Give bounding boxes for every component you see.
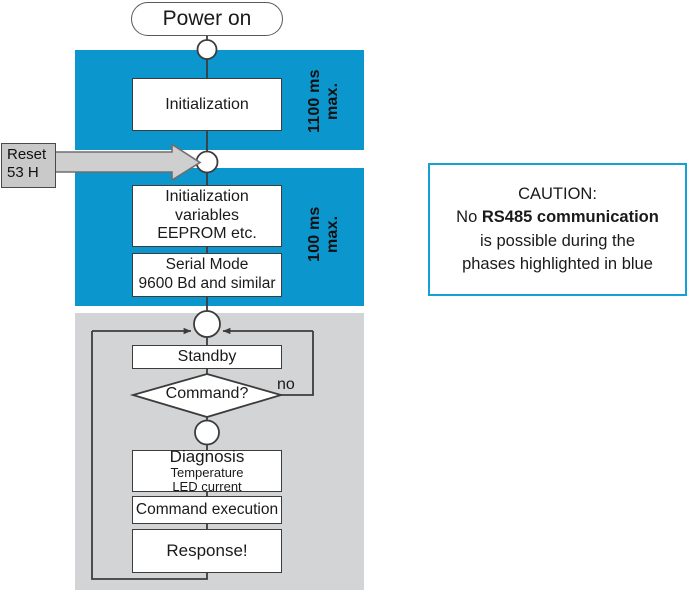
node-standby-label: Standby	[177, 348, 237, 365]
node-serial-mode-line1: Serial Mode	[165, 256, 249, 274]
node-diagnosis-line2: Temperature	[170, 464, 244, 480]
caution-line2-bold: RS485 communication	[481, 208, 659, 227]
node-init-variables-line3: EEPROM etc.	[157, 225, 257, 243]
node-response-label: Response!	[166, 541, 248, 560]
junction-circle-yes	[194, 419, 220, 446]
caution-line3: is possible during the	[479, 231, 635, 250]
node-command-execution-label: Command execution	[135, 501, 279, 518]
edge-label-no: no	[277, 376, 295, 393]
node-command-execution: Command execution	[132, 496, 282, 524]
node-init-variables: Initialization variables EEPROM etc.	[132, 185, 282, 247]
caution-line-rs485: No RS485 communication	[456, 206, 659, 229]
node-initialization: Initialization	[132, 78, 282, 131]
node-response: Response!	[132, 529, 282, 573]
node-serial-mode: Serial Mode 9600 Bd and similar	[132, 253, 282, 297]
caution-callout: CAUTION: No RS485 communication is possi…	[428, 163, 687, 296]
caution-line2-prefix: No	[456, 208, 482, 227]
node-power-on: Power on	[131, 2, 283, 36]
reset-label-line2: 53 H	[7, 163, 39, 181]
command-decision-shape	[129, 373, 285, 418]
junction-circle-power	[196, 39, 218, 60]
node-diagnosis: Diagnosis Temperature LED current	[132, 447, 282, 494]
node-diagnosis-line3: LED current	[172, 478, 242, 494]
reset-block-arrow	[45, 143, 202, 182]
node-diagnosis-line1: Diagnosis	[169, 447, 245, 467]
node-serial-mode-line2: 9600 Bd and similar	[138, 275, 276, 292]
node-init-variables-line1: Initialization	[165, 187, 249, 205]
node-init-variables-line2: variables	[174, 206, 240, 224]
node-power-on-label: Power on	[162, 7, 252, 30]
node-initialization-label: Initialization	[165, 95, 249, 113]
reset-input-box: Reset 53 H	[1, 143, 56, 188]
reset-label-line1: Reset	[7, 146, 47, 163]
caution-heading: CAUTION:	[518, 184, 597, 203]
caution-line4: phases highlighted in blue	[462, 254, 653, 273]
node-standby: Standby	[132, 345, 282, 369]
junction-circle-loop	[193, 310, 221, 338]
